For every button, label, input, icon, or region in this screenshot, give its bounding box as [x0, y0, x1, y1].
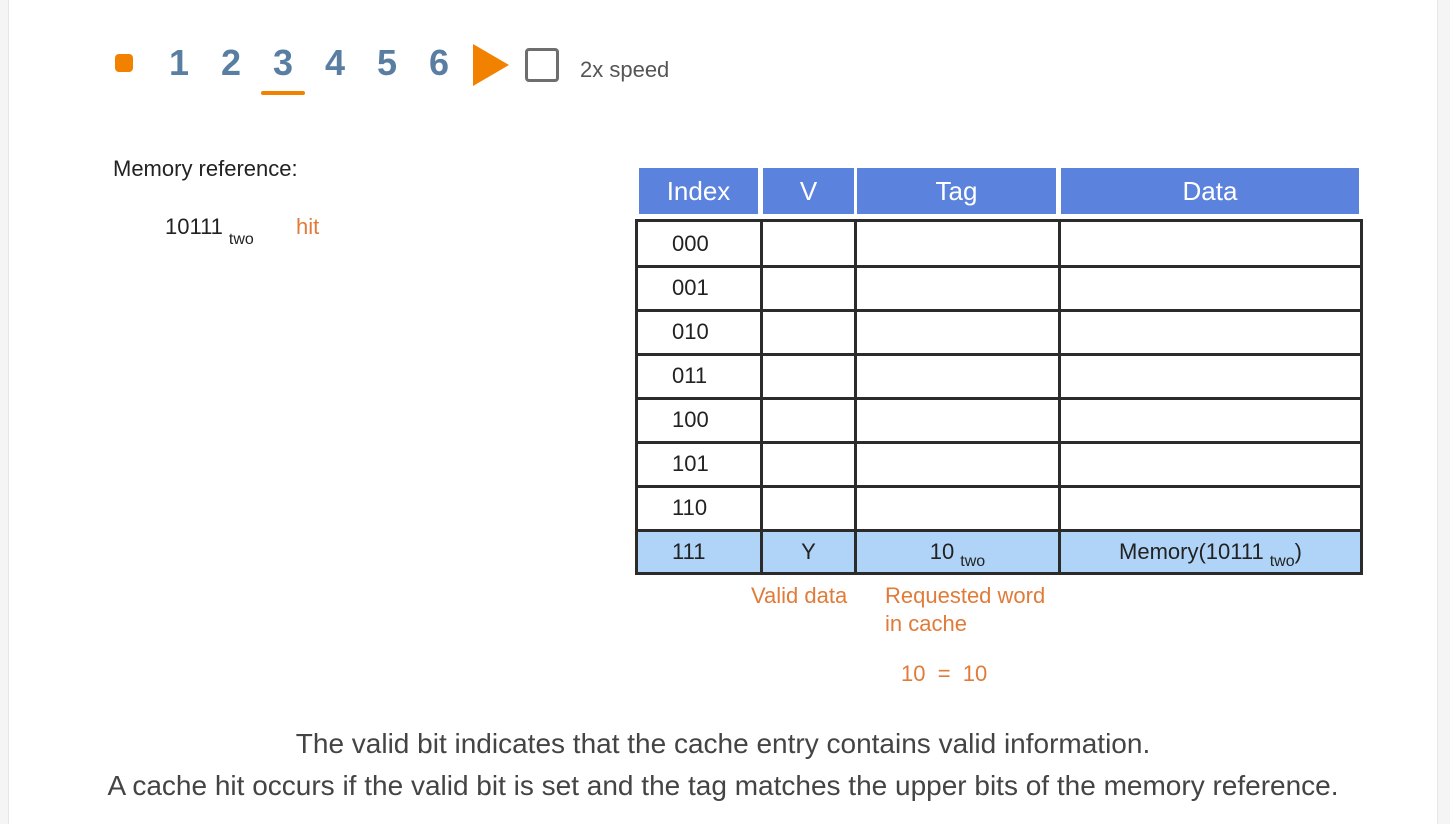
caption-line-1: The valid bit indicates that the cache e…: [295, 728, 1151, 759]
index-cell: 101: [672, 451, 709, 476]
row-divider: [638, 353, 1360, 356]
stop-button[interactable]: [115, 54, 133, 72]
index-cell: 010: [672, 319, 709, 344]
memory-reference-status: hit: [296, 214, 320, 239]
table-row: 100: [638, 398, 1360, 442]
index-cell: 111: [672, 538, 706, 564]
index-cell: 001: [672, 275, 709, 300]
column-divider: [854, 222, 857, 572]
valid-cell: Y: [801, 538, 816, 564]
step-1-button[interactable]: 1: [168, 42, 190, 83]
valid-data-annotation: Valid data: [751, 583, 848, 608]
memory-reference-binary: 10111: [165, 214, 223, 239]
header-valid: V: [763, 168, 854, 214]
row-divider: [638, 485, 1360, 488]
requested-word-annotation-line1: Requested word: [885, 583, 1046, 608]
index-cell: 100: [672, 407, 709, 432]
row-divider: [638, 309, 1360, 312]
header-tag: Tag: [857, 168, 1056, 214]
data-base: two: [1269, 552, 1295, 570]
row-divider: [638, 441, 1360, 444]
step-2-button[interactable]: 2: [220, 42, 242, 83]
header-index: Index: [639, 168, 758, 214]
index-cell: 110: [672, 495, 708, 520]
play-icon[interactable]: [473, 44, 509, 86]
tag-base: two: [960, 552, 986, 570]
speed-checkbox[interactable]: [525, 48, 559, 82]
tag-value: 10: [929, 538, 955, 564]
row-divider: [638, 265, 1360, 268]
table-row: 000: [638, 222, 1360, 266]
column-divider: [1058, 222, 1061, 572]
data-cell: Memory(10111 two): [1061, 531, 1360, 572]
index-cell: 011: [672, 363, 708, 388]
data-close: ): [1294, 538, 1302, 564]
row-divider: [638, 529, 1360, 532]
animation-controls: 1 2 3 4 5 6 2x speed: [9, 0, 1437, 110]
memory-reference-label: Memory reference:: [113, 156, 298, 181]
memory-reference-value: 10111 two: [165, 214, 254, 248]
data-value: Memory(10111: [1119, 538, 1264, 564]
row-divider: [638, 397, 1360, 400]
active-step-indicator: [261, 91, 305, 95]
caption-line-2: A cache hit occurs if the valid bit is s…: [107, 770, 1339, 801]
table-row: 110: [638, 486, 1360, 530]
table-row: 101: [638, 442, 1360, 486]
step-6-button[interactable]: 6: [428, 42, 450, 83]
memory-reference-base: two: [228, 231, 254, 248]
header-data: Data: [1061, 168, 1359, 214]
step-4-button[interactable]: 4: [324, 42, 346, 83]
table-row: 001: [638, 266, 1360, 310]
requested-word-annotation-line2: in cache: [885, 611, 967, 636]
column-divider: [760, 222, 763, 572]
table-row-highlighted: 111 Y 10 two Memory(10111 two): [638, 531, 1360, 572]
table-row: 011: [638, 354, 1360, 398]
step-3-button[interactable]: 3: [272, 42, 294, 83]
step-5-button[interactable]: 5: [376, 42, 398, 83]
speed-label: 2x speed: [580, 57, 670, 82]
index-cell: 000: [672, 231, 709, 256]
tag-cell: 10 two: [857, 531, 1058, 572]
animation-panel: 1 2 3 4 5 6 2x speed Memory reference: 1…: [8, 0, 1438, 824]
table-row: 010: [638, 310, 1360, 354]
cache-table: 000 001 010 011 100 101 110 111 Y 10 two …: [635, 219, 1363, 575]
tag-comparison: 10 = 10: [901, 661, 988, 686]
